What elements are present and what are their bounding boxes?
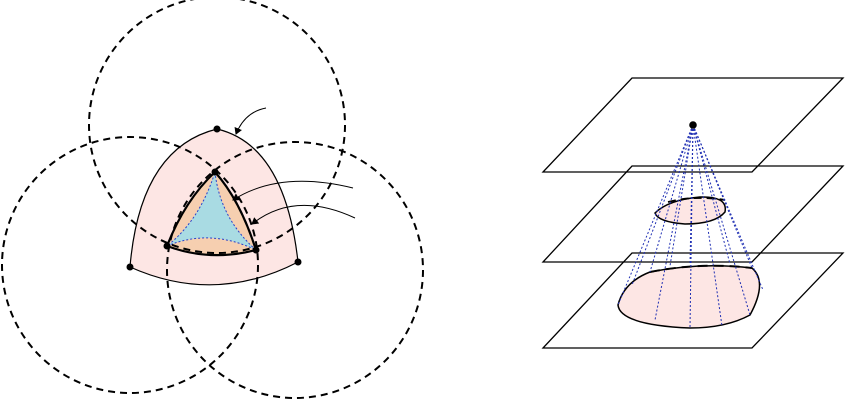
bottom-cross-section-hidden-edge: [649, 264, 753, 273]
ray: [692, 124, 723, 327]
ray: [649, 124, 694, 273]
top-dashed-circle: [88, 0, 346, 254]
arrow-middle-region: [232, 180, 354, 201]
outer-vertex-right: [294, 258, 302, 266]
middle-plane: [541, 165, 845, 263]
ray: [692, 124, 751, 316]
inner-vertex-right: [252, 246, 260, 254]
apex-point: [689, 121, 697, 129]
inner-region: [166, 171, 257, 251]
outer-vertex-left: [126, 263, 134, 271]
top-plane: [541, 77, 845, 173]
inner-vertex-left: [163, 242, 171, 250]
arrow-outer-region: [234, 107, 267, 135]
arrow-inner-region: [251, 204, 356, 225]
inner-vertex-top: [211, 168, 219, 176]
ray: [692, 124, 764, 291]
left-dashed-circle: [1, 136, 259, 394]
middle-cross-section-hidden-edge: [667, 197, 726, 203]
right-panel: [541, 77, 845, 349]
ray: [617, 124, 694, 306]
right-dashed-circle: [166, 141, 424, 399]
bottom-cross-section: [617, 265, 761, 329]
left-panel: [1, 0, 424, 399]
ray: [689, 124, 694, 265]
ray: [631, 124, 694, 286]
outer-vertex-top: [213, 125, 221, 133]
rays: [617, 124, 764, 329]
ray: [654, 124, 694, 321]
